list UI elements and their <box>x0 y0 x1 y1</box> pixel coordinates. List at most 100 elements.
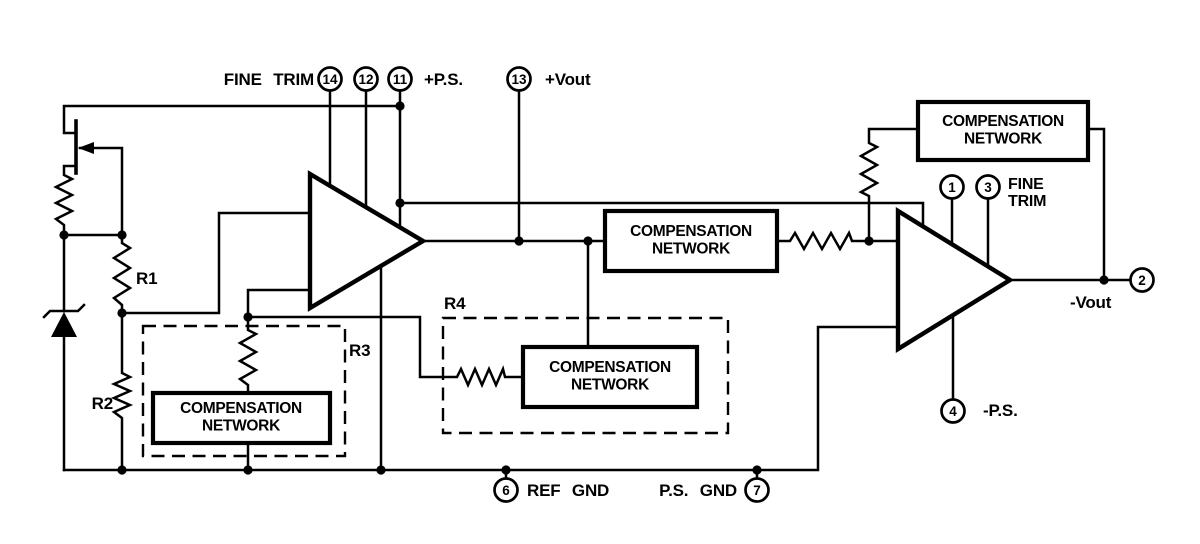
junction-dots <box>59 101 1109 475</box>
r4-label: R4 <box>444 294 466 313</box>
amp1-noninv-input-wire <box>120 211 318 315</box>
ps-gnd-label: P.S. GND <box>659 481 737 500</box>
pin-4: 4 <box>940 398 966 424</box>
junction-dot <box>395 198 405 208</box>
jfet-gate-wire <box>78 146 124 237</box>
pin-12: 12 <box>353 66 379 92</box>
comp-box <box>602 208 780 274</box>
mid-comp-resistor <box>775 230 906 252</box>
r4-branch-wire <box>246 315 525 389</box>
comp-box <box>520 344 700 410</box>
pin-3: 3 <box>975 174 1001 200</box>
pin-circle <box>506 66 532 92</box>
pin-number: 13 <box>511 72 527 87</box>
comp-network-r3: COMPENSATION NETWORK <box>150 390 333 446</box>
comp-box <box>915 99 1091 163</box>
comp-box-label-line2: NETWORK <box>964 131 1043 148</box>
junction-dot <box>243 465 253 475</box>
pin-11: 11 <box>387 66 413 92</box>
resistor-r1 <box>111 233 133 315</box>
junction-dot <box>395 101 405 111</box>
pin-2: 2 <box>1129 267 1155 293</box>
comp-box-label-line1: COMPENSATION <box>630 223 752 240</box>
junction-dot <box>117 465 127 475</box>
resistor-r3 <box>237 315 259 395</box>
pin-13: 13 <box>506 66 532 92</box>
pin-number: 6 <box>502 483 510 498</box>
pin-1: 1 <box>939 174 965 200</box>
r4-dashed-box <box>441 316 730 435</box>
pin-circle <box>353 66 379 92</box>
pin-7: 7 <box>744 477 770 503</box>
comp-box-label-line1: COMPENSATION <box>942 113 1064 130</box>
pin-number: 11 <box>393 72 408 87</box>
comp-network-middle: COMPENSATION NETWORK <box>602 208 780 274</box>
pin-circle <box>744 477 770 503</box>
r2-label: R2 <box>92 394 113 413</box>
junction-dot <box>376 465 386 475</box>
comp-box-label-line2: NETWORK <box>202 418 281 435</box>
pin-number: 1 <box>948 180 956 195</box>
plus-vout-label: +Vout <box>545 70 591 89</box>
junction-dot <box>514 236 524 246</box>
jfet-gate-arrow-icon <box>78 142 94 154</box>
amp1-triangle <box>307 170 428 312</box>
junction-dot <box>752 465 762 475</box>
comp-box-label-line2: NETWORK <box>652 241 731 258</box>
pin-number: 3 <box>984 180 992 195</box>
comp-box-label-line2: NETWORK <box>571 377 650 394</box>
pin-circle <box>975 174 1001 200</box>
top-rail-wire <box>62 104 402 135</box>
comp-box-label-line1: COMPENSATION <box>180 400 302 417</box>
pin-14: 14 <box>317 66 343 92</box>
jfet-source-resistor <box>53 164 78 237</box>
junction-dot <box>1099 275 1109 285</box>
minus-ps-label: -P.S. <box>983 401 1018 420</box>
resistor-r2 <box>110 311 134 472</box>
pin-circle <box>387 66 413 92</box>
r3-dashed-box <box>141 324 347 458</box>
ref-gnd-label: REF GND <box>527 481 609 500</box>
minus-vout-label: -Vout <box>1070 293 1112 312</box>
zener-diode <box>42 303 86 337</box>
junction-dot <box>59 230 69 240</box>
junction-dot <box>117 308 127 318</box>
trim-label-right: TRIM <box>1008 193 1046 210</box>
pin-number: 4 <box>949 404 957 419</box>
plus-ps-label: +P.S. <box>424 70 463 89</box>
comp-network-top-right: COMPENSATION NETWORK <box>915 99 1091 163</box>
r1-label: R1 <box>136 269 157 288</box>
r3-label: R3 <box>349 341 370 360</box>
zener-cathode-bar <box>42 303 86 319</box>
fine-trim-top-label: FINE TRIM <box>224 70 314 89</box>
zener-triangle-icon <box>51 312 77 337</box>
tr-comp-left-leg <box>858 127 920 243</box>
junction-dot <box>864 236 874 246</box>
comp-box-label-line1: COMPENSATION <box>549 359 671 376</box>
labels: FINE TRIM +P.S. +Vout FINE TRIM -Vout -P… <box>92 70 1112 500</box>
pin-number: 14 <box>322 72 338 87</box>
wires <box>53 88 1132 480</box>
comp-box <box>150 390 333 446</box>
pin-circle <box>940 398 966 424</box>
tr-comp-right-leg <box>1086 127 1106 282</box>
pin-6: 6 <box>493 477 519 503</box>
comp-network-r4: COMPENSATION NETWORK <box>520 344 700 410</box>
amp2-triangle <box>895 207 1015 353</box>
junction-dot <box>243 312 253 322</box>
pin-number: 12 <box>358 72 373 87</box>
junction-dot <box>501 465 511 475</box>
pin-number: 2 <box>1138 273 1146 288</box>
jfet <box>74 119 94 175</box>
amp1-inv-input-wire <box>246 288 318 319</box>
pin-number: 7 <box>753 483 761 498</box>
junction-dot <box>583 236 593 246</box>
pin-circle <box>493 477 519 503</box>
pin-circle <box>939 174 965 200</box>
pin-circle <box>1129 267 1155 293</box>
pin-circle <box>317 66 343 92</box>
ground-rail-wire <box>62 325 906 472</box>
fine-label-right: FINE <box>1008 176 1044 193</box>
